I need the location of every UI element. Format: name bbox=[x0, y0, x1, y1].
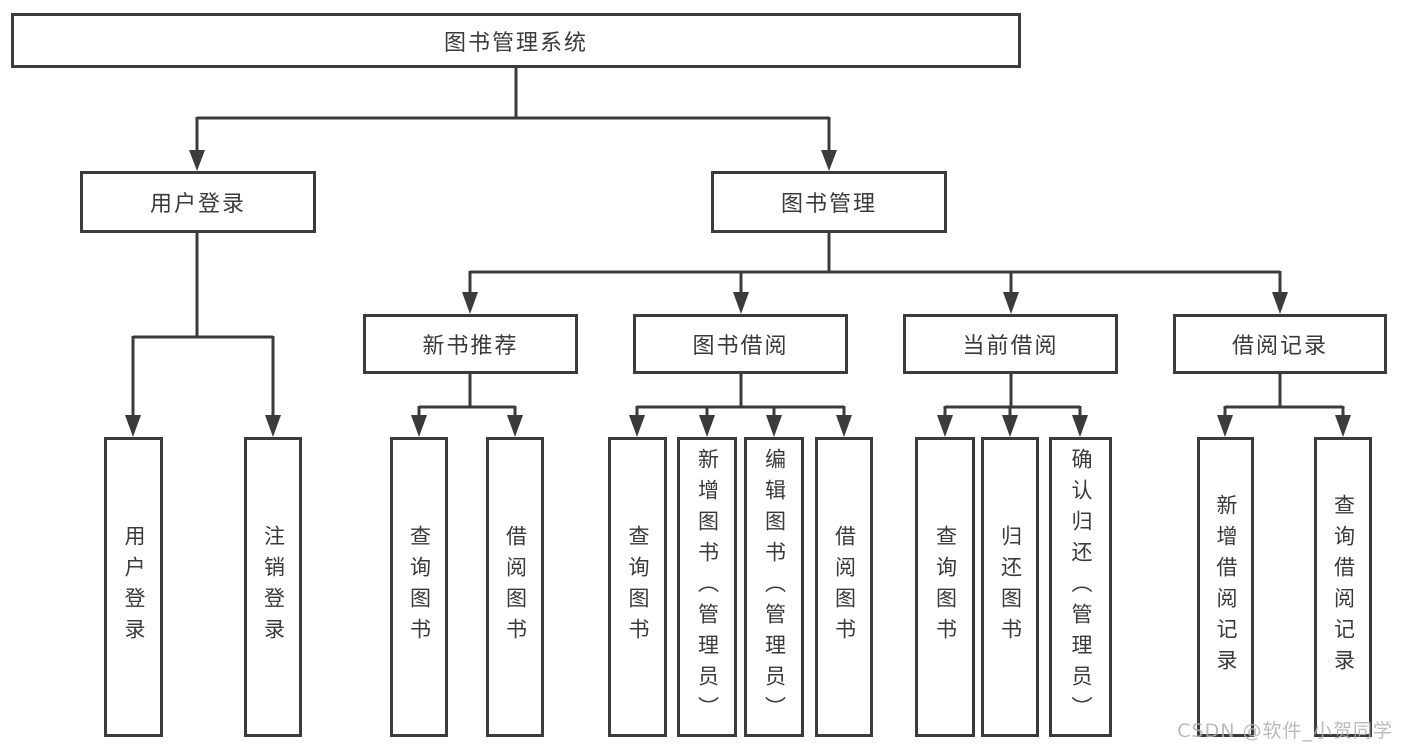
leaf-borrowing-edit-book-admin-label: 编辑图书（管理员） bbox=[762, 447, 787, 727]
node-book-borrowing: 图书借阅 bbox=[633, 314, 848, 374]
leaf-logout-login-label: 注销登录 bbox=[261, 525, 286, 649]
leaf-borrowing-add-book-admin-label: 新增图书（管理员） bbox=[695, 447, 720, 727]
node-new-book-recommendation: 新书推荐 bbox=[363, 314, 578, 374]
leaf-borrowing-add-book-admin: 新增图书（管理员） bbox=[677, 437, 737, 737]
node-borrowing-records: 借阅记录 bbox=[1173, 314, 1387, 374]
leaf-recommendation-borrow-book: 借阅图书 bbox=[486, 437, 544, 737]
leaf-current-confirm-return-admin-label: 确认归还（管理员） bbox=[1069, 447, 1093, 727]
leaf-borrowing-borrow-book-label: 借阅图书 bbox=[832, 525, 857, 649]
leaf-borrowing-borrow-book: 借阅图书 bbox=[815, 437, 873, 737]
node-current-borrowing: 当前借阅 bbox=[903, 314, 1118, 374]
leaf-current-query-book: 查询图书 bbox=[915, 437, 975, 737]
leaf-records-add-borrow-record-label: 新增借阅记录 bbox=[1214, 494, 1238, 680]
leaf-recommendation-borrow-book-label: 借阅图书 bbox=[503, 525, 528, 649]
leaf-recommendation-query-book: 查询图书 bbox=[390, 437, 448, 737]
leaf-user-login: 用户登录 bbox=[104, 437, 163, 737]
node-book-management-label: 图书管理 bbox=[780, 192, 877, 217]
leaf-current-query-book-label: 查询图书 bbox=[933, 525, 958, 649]
node-root-label: 图书管理系统 bbox=[443, 30, 588, 56]
leaf-records-add-borrow-record: 新增借阅记录 bbox=[1197, 437, 1254, 737]
node-user-login: 用户登录 bbox=[80, 171, 316, 233]
node-user-login-label: 用户登录 bbox=[149, 192, 246, 217]
leaf-logout-login: 注销登录 bbox=[244, 437, 302, 737]
leaf-user-login-label: 用户登录 bbox=[122, 525, 146, 649]
leaf-borrowing-edit-book-admin: 编辑图书（管理员） bbox=[744, 437, 804, 737]
leaf-current-return-book: 归还图书 bbox=[981, 437, 1039, 737]
csdn-watermark: CSDN @软件_小贺同学 bbox=[1177, 720, 1393, 742]
leaf-records-query-borrow-record: 查询借阅记录 bbox=[1314, 437, 1372, 737]
leaf-recommendation-query-book-label: 查询图书 bbox=[407, 525, 432, 649]
leaf-borrowing-query-book: 查询图书 bbox=[608, 437, 667, 737]
node-book-management: 图书管理 bbox=[711, 171, 947, 233]
leaf-current-return-book-label: 归还图书 bbox=[998, 525, 1023, 649]
node-current-borrowing-label: 当前借阅 bbox=[962, 334, 1059, 359]
leaf-records-query-borrow-record-label: 查询借阅记录 bbox=[1331, 494, 1356, 680]
node-root: 图书管理系统 bbox=[11, 13, 1021, 68]
node-new-book-recommendation-label: 新书推荐 bbox=[422, 334, 519, 359]
leaf-borrowing-query-book-label: 查询图书 bbox=[626, 525, 650, 649]
node-book-borrowing-label: 图书借阅 bbox=[692, 334, 789, 359]
node-borrowing-records-label: 借阅记录 bbox=[1231, 334, 1328, 359]
leaf-current-confirm-return-admin: 确认归还（管理员） bbox=[1049, 437, 1112, 737]
